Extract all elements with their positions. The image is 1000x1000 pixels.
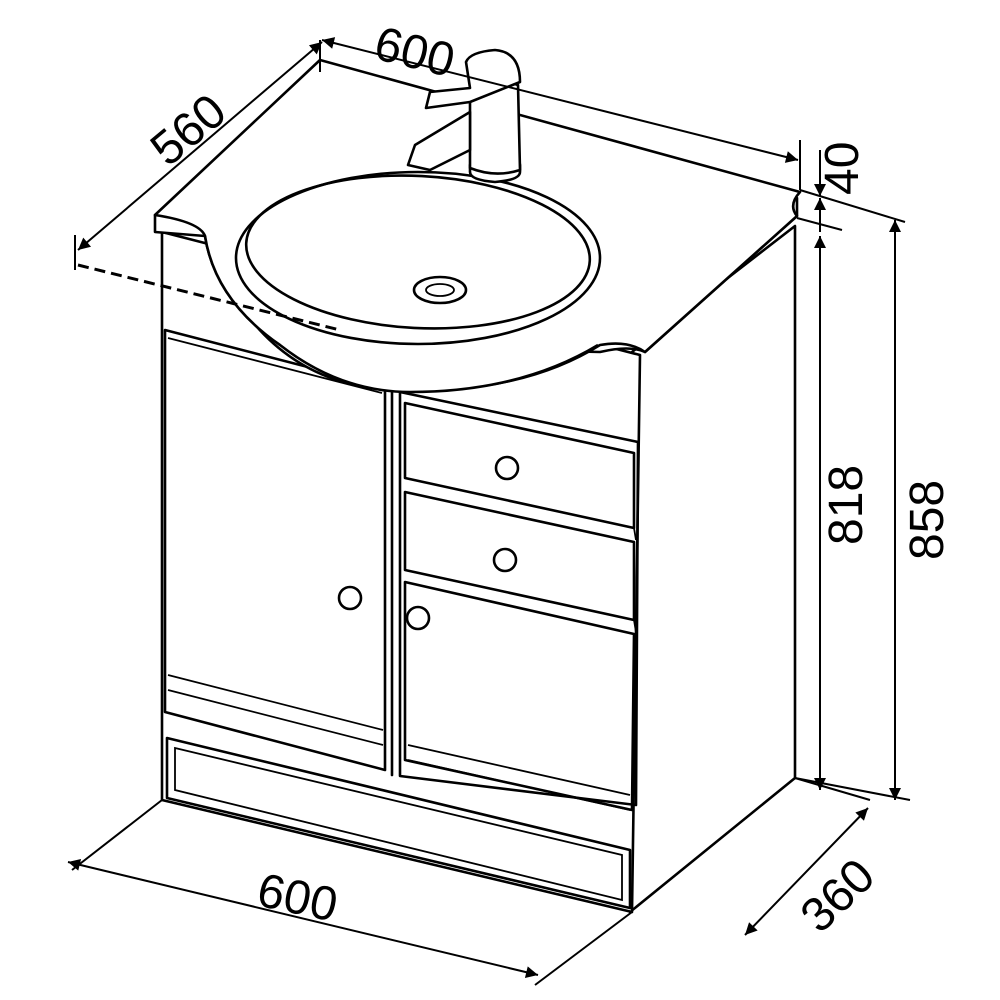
cabinet-height-label: 818 [820,465,873,545]
depth-reference-line [77,263,341,332]
cabinet [160,224,797,914]
left-door-knob [337,585,363,611]
top-drawer-knob [494,455,520,481]
plinth-inner [174,746,623,902]
basin [203,170,602,394]
total-height-label: 858 [901,480,954,560]
drain [412,275,468,305]
small-door-knob [405,605,431,631]
top-thickness-label: 40 [816,142,869,195]
plinth [165,736,632,910]
small-door [403,580,636,812]
top-depth-dim-line [77,41,323,251]
top-width-dim-line [321,37,799,163]
dimension-lines [67,37,911,986]
base-depth-dim-line [744,807,869,936]
base-depth-label: 360 [791,849,885,943]
right-door-frame [398,390,640,807]
middle-drawer-knob [492,547,518,573]
base-width-dim-line [67,858,539,979]
basin-rim [234,170,602,346]
base-width-label: 600 [253,864,342,932]
